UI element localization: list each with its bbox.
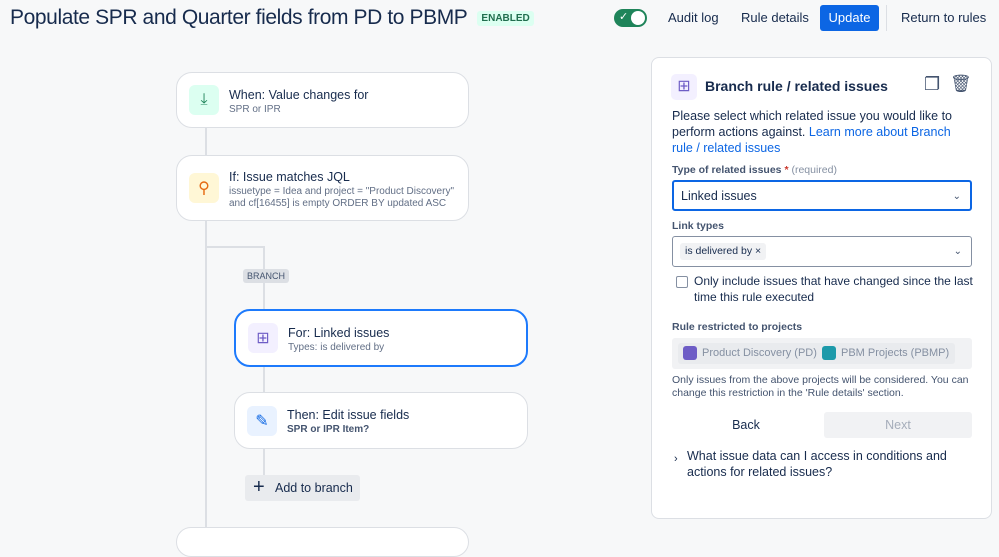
return-to-rules-button[interactable]: Return to rules <box>901 10 987 25</box>
branch-label: BRANCH <box>243 269 290 283</box>
next-card[interactable] <box>176 527 469 557</box>
status-badge: ENABLED <box>477 10 534 26</box>
toggle-knob <box>631 11 645 25</box>
chevron-down-icon: ⌄ <box>952 191 961 202</box>
search-icon: ⚲ <box>189 173 219 203</box>
project-name: PBM Projects (PBMP) <box>841 347 950 359</box>
card-subtitle: and cf[16455] is empty ORDER BY updated … <box>229 198 447 209</box>
project-icon <box>683 346 697 360</box>
card-title: If: Issue matches JQL <box>229 170 350 184</box>
link-type-tag: is delivered by × <box>680 243 767 261</box>
card-subtitle: issuetype = Idea and project = "Product … <box>229 186 454 197</box>
next-button[interactable]: Next <box>824 412 972 438</box>
project-tag: Product Discovery (PD) <box>678 343 823 364</box>
branch-config-panel: ⊞ Branch rule / related issues ❐ 🗑 Pleas… <box>651 57 992 519</box>
chevron-down-icon: ⌄ <box>953 246 962 257</box>
link-types-select[interactable]: is delivered by × ⌄ <box>672 236 972 267</box>
tag-label: is delivered by <box>685 245 753 258</box>
rule-details-button[interactable]: Rule details <box>741 10 809 25</box>
remove-icon[interactable]: × <box>755 245 762 258</box>
connector-line <box>205 128 207 533</box>
divider <box>886 5 887 31</box>
card-subtitle: Types: is delivered by <box>288 342 385 353</box>
pencil-icon: ✎ <box>247 406 277 436</box>
header: Populate SPR and Quarter fields from PD … <box>0 0 999 38</box>
type-select[interactable]: Linked issues ⌄ <box>672 180 972 211</box>
branch-card[interactable]: ⊞ For: Linked issues Types: is delivered… <box>234 309 528 367</box>
page-title: Populate SPR and Quarter fields from PD … <box>10 6 468 29</box>
panel-intro: Please select which related issue you wo… <box>672 108 974 156</box>
card-subtitle: SPR or IPR Item? <box>287 424 370 435</box>
type-label: Type of related issues * (required) <box>672 164 974 176</box>
faq-row: › What issue data can I access in condit… <box>672 448 974 480</box>
card-title: For: Linked issues <box>288 326 390 340</box>
changed-only-row: Only include issues that have changed si… <box>672 273 974 305</box>
card-subtitle: SPR or IPR <box>229 104 281 115</box>
hierarchy-icon: ⊞ <box>248 323 278 353</box>
project-icon <box>822 346 836 360</box>
project-tag: PBM Projects (PBMP) <box>817 343 956 364</box>
button-label: Add to branch <box>275 481 353 495</box>
update-button[interactable]: Update <box>820 5 879 31</box>
panel-body: Please select which related issue you wo… <box>672 108 974 480</box>
projects-field: Product Discovery (PD) PBM Projects (PBM… <box>672 338 972 369</box>
card-title: Then: Edit issue fields <box>287 408 410 422</box>
check-icon: ✓ <box>619 11 629 23</box>
panel-title: Branch rule / related issues <box>705 78 888 94</box>
hierarchy-icon: ⊞ <box>671 74 697 100</box>
audit-log-button[interactable]: Audit log <box>668 10 719 25</box>
add-to-branch-button[interactable]: + Add to branch <box>245 475 360 501</box>
select-value: Linked issues <box>681 189 757 203</box>
title-row: Populate SPR and Quarter fields from PD … <box>10 6 534 30</box>
download-icon: ⤓ <box>189 85 219 115</box>
restricted-note: Only issues from the above projects will… <box>672 374 969 399</box>
condition-card[interactable]: ⚲ If: Issue matches JQL issuetype = Idea… <box>176 155 469 221</box>
enable-toggle[interactable]: ✓ <box>614 9 647 27</box>
action-card[interactable]: ✎ Then: Edit issue fields SPR or IPR Ite… <box>234 392 528 449</box>
button-row: Back Next <box>672 412 974 438</box>
checkbox-label: Only include issues that have changed si… <box>694 274 973 304</box>
link-types-label: Link types <box>672 220 724 232</box>
duplicate-icon[interactable]: ❐ <box>924 74 941 94</box>
connector-line <box>205 246 263 248</box>
back-button[interactable]: Back <box>732 418 760 432</box>
trigger-card[interactable]: ⤓ When: Value changes for SPR or IPR <box>176 72 469 128</box>
restricted-label: Rule restricted to projects <box>672 321 803 333</box>
chevron-right-icon[interactable]: › <box>674 453 678 465</box>
plus-icon: + <box>253 476 265 498</box>
learn-more-link[interactable]: Learn more about Branch rule / related i… <box>672 125 951 155</box>
card-title: When: Value changes for <box>229 88 369 102</box>
required-star: * <box>784 164 789 176</box>
faq-expander[interactable]: What issue data can I access in conditio… <box>687 449 947 479</box>
trash-icon[interactable]: 🗑 <box>950 74 972 93</box>
changed-only-checkbox[interactable] <box>676 276 688 288</box>
required-text: (required) <box>791 164 837 176</box>
label-text: Type of related issues <box>672 164 782 176</box>
intro-text: Please select which related issue you wo… <box>672 109 953 139</box>
project-name: Product Discovery (PD) <box>702 347 817 359</box>
